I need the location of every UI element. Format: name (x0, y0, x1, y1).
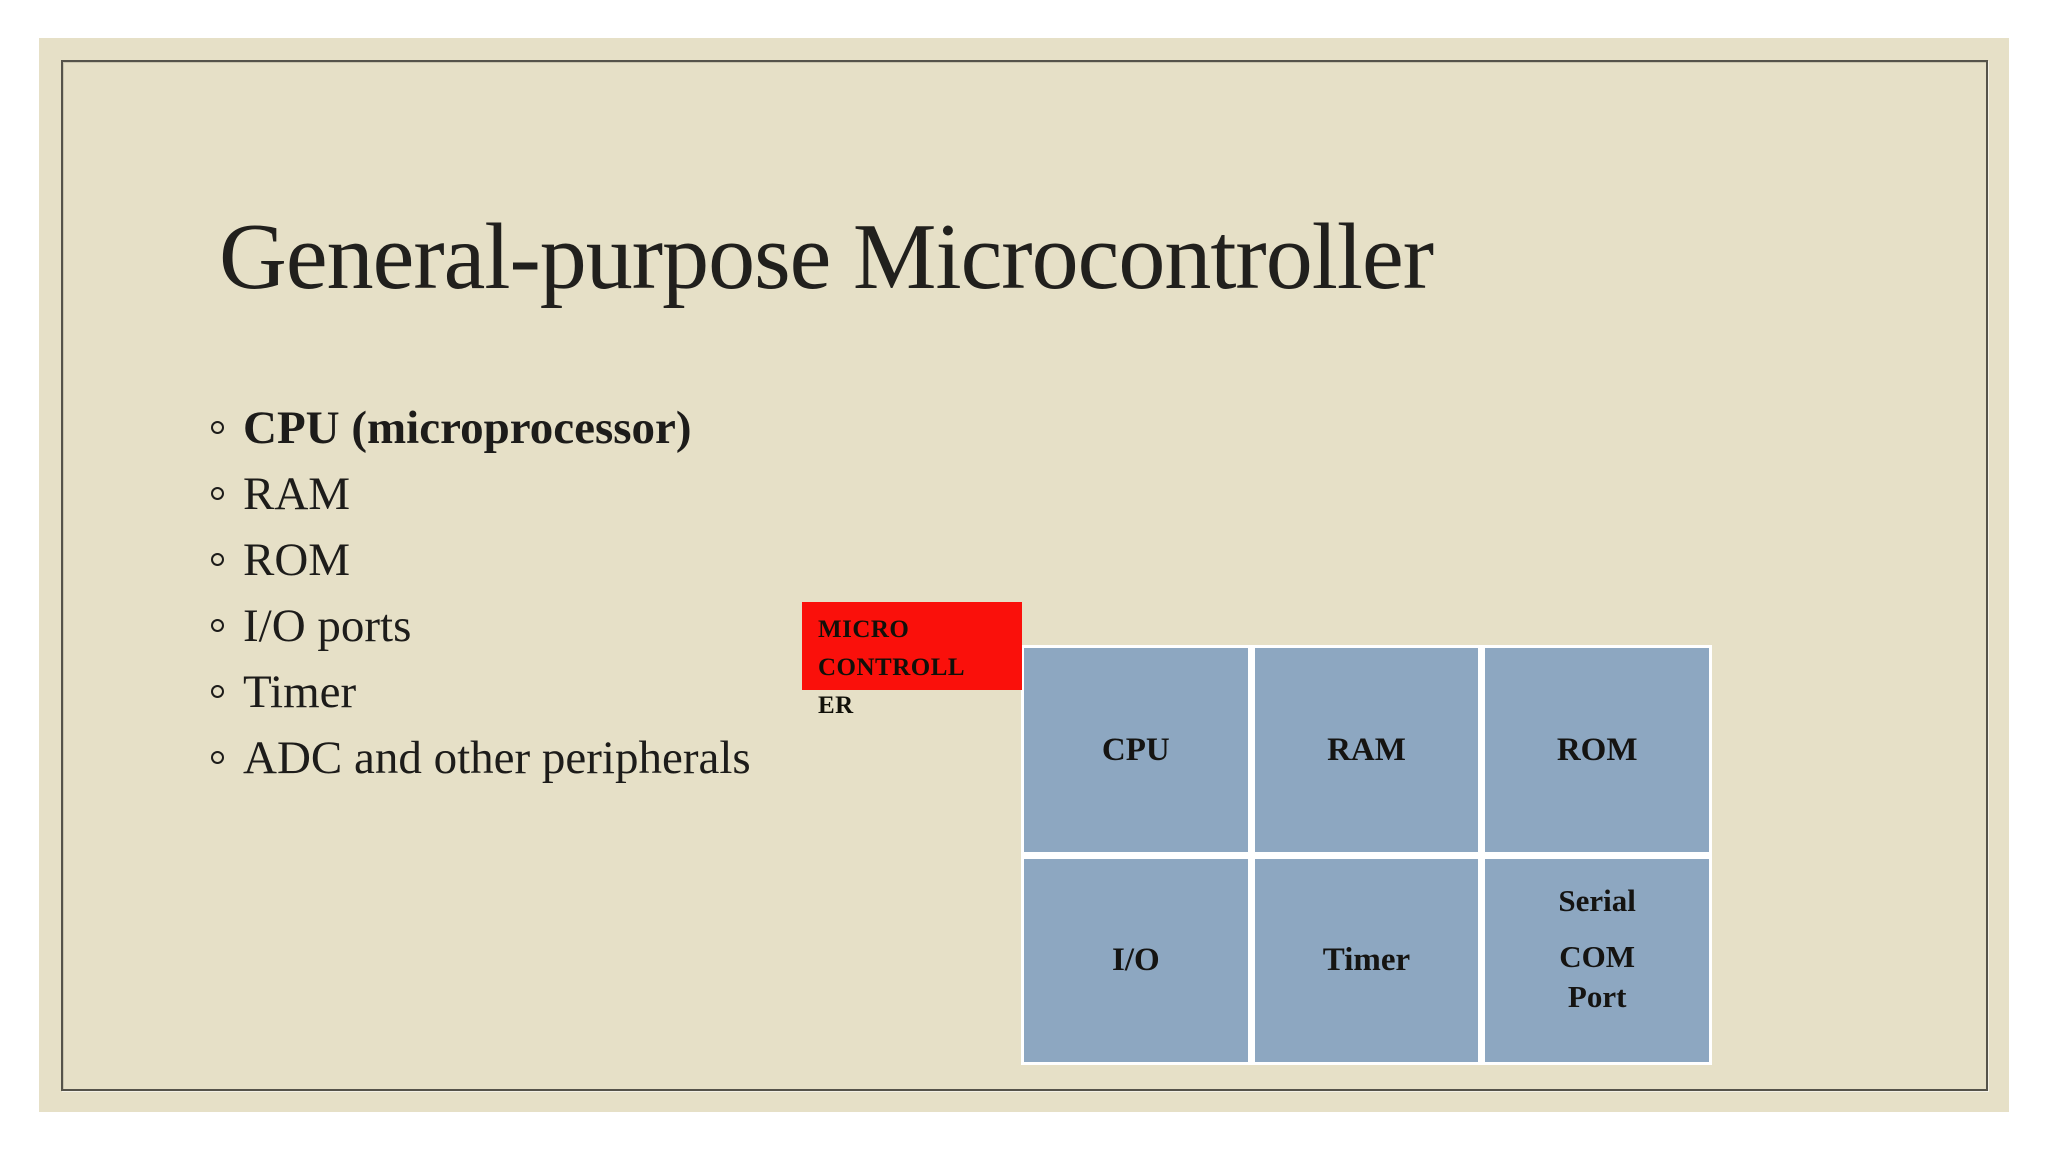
bullet-circle-icon (211, 685, 224, 698)
microcontroller-chip-label: MICRO CONTROLL ER (818, 616, 966, 719)
microcontroller-block-table: CPU RAM ROM I/O Timer Serial COM Port (1021, 645, 1712, 1065)
block-cell-io: I/O (1024, 858, 1248, 1062)
block-cell-rom: ROM (1485, 648, 1709, 852)
block-cell-cpu: CPU (1024, 648, 1248, 852)
microcontroller-chip-box: MICRO CONTROLL ER (802, 602, 1022, 719)
bullet-item-adc: ADC and other peripherals (211, 725, 751, 791)
bullet-circle-icon (211, 553, 224, 566)
com-port-label: COM Port (1559, 939, 1636, 1015)
bullet-item-rom: ROM (211, 527, 751, 593)
bullet-list: CPU (microprocessor) RAM ROM I/O ports T… (211, 395, 751, 791)
slide: General-purpose Microcontroller CPU (mic… (39, 38, 2009, 1112)
bullet-circle-icon (211, 487, 224, 500)
bullet-circle-icon (211, 421, 224, 434)
bullet-circle-icon (211, 619, 224, 632)
bullet-text: CPU (microprocessor) (243, 402, 692, 454)
block-cell-serial-com-port: Serial COM Port (1485, 858, 1709, 1062)
slide-title: General-purpose Microcontroller (219, 205, 1434, 309)
block-cell-ram: RAM (1254, 648, 1479, 852)
serial-label: Serial (1558, 883, 1636, 919)
bullet-text: ADC and other peripherals (243, 732, 751, 784)
block-cell-timer: Timer (1254, 858, 1479, 1062)
bullet-text: RAM (243, 468, 351, 520)
bullet-text: Timer (243, 666, 357, 718)
bullet-item-cpu: CPU (microprocessor) (211, 395, 751, 461)
bullet-item-timer: Timer (211, 659, 751, 725)
bullet-circle-icon (211, 751, 224, 764)
bullet-text: I/O ports (243, 600, 412, 652)
bullet-item-io-ports: I/O ports (211, 593, 751, 659)
bullet-item-ram: RAM (211, 461, 751, 527)
bullet-text: ROM (243, 534, 351, 586)
